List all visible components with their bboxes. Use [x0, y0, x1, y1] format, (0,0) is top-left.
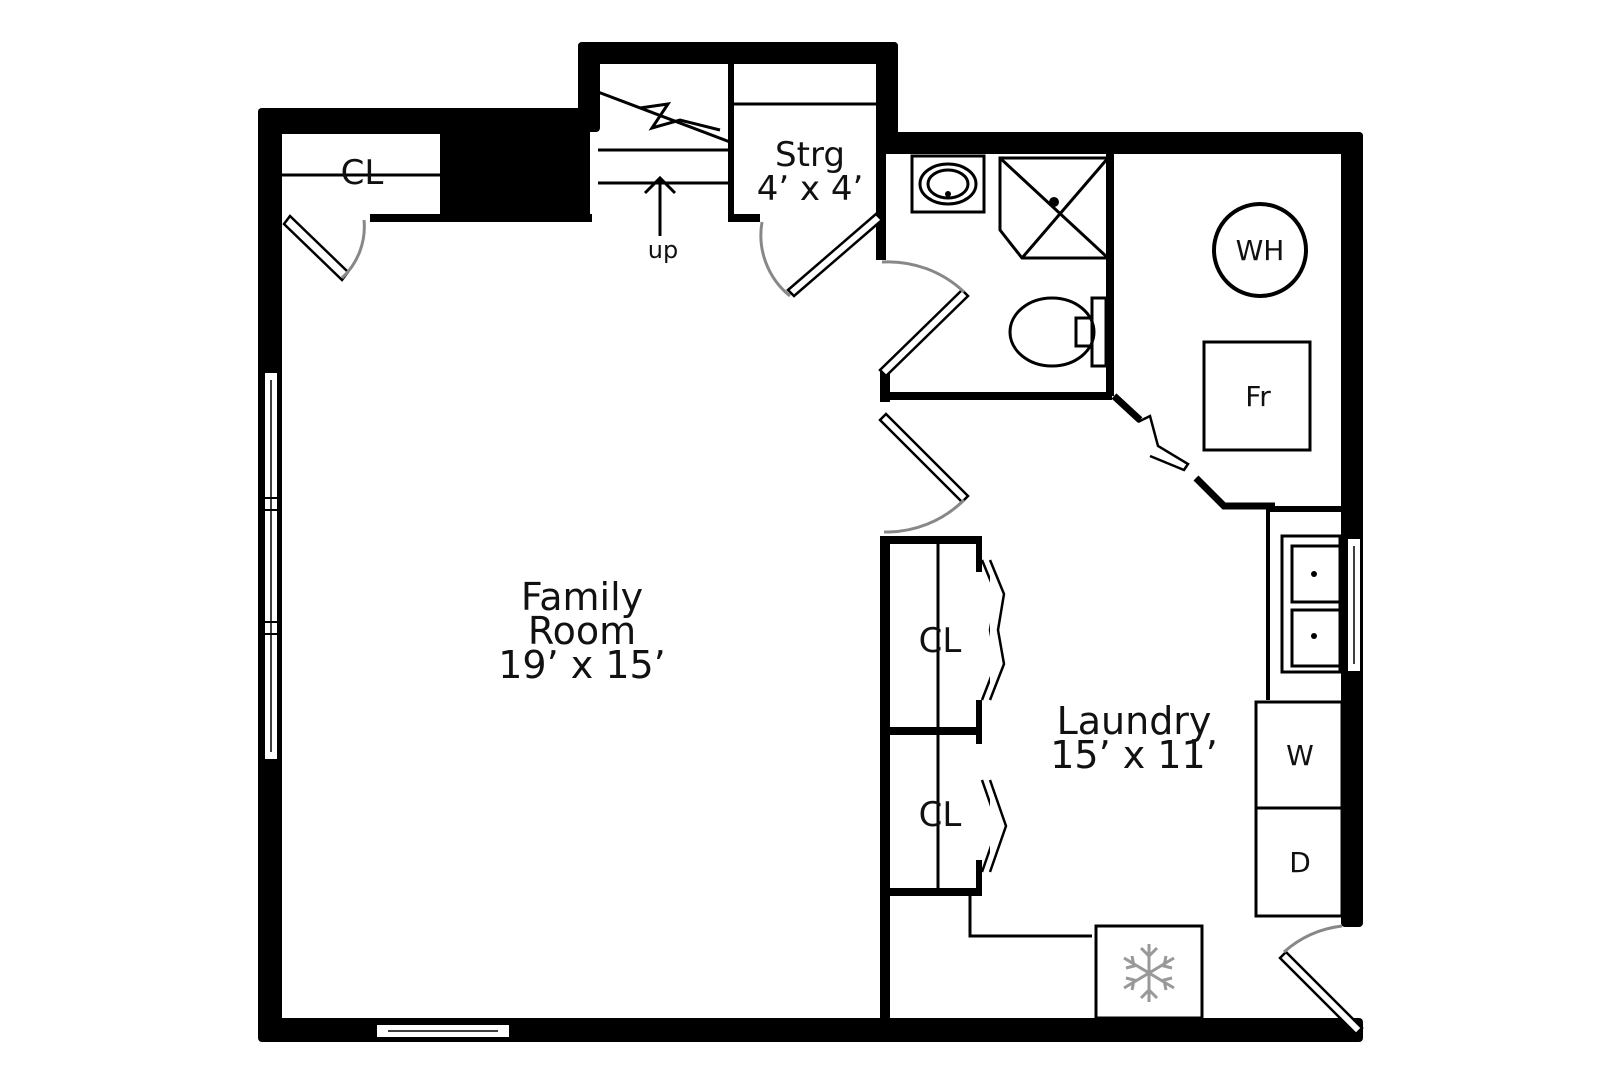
toilet-icon: [1008, 296, 1108, 368]
family-room-name-line2: Room: [528, 609, 636, 653]
closet-top-label: CL: [341, 153, 384, 193]
water-heater-label: WH: [1236, 234, 1285, 267]
family-room-dims: 19’ x 15’: [498, 643, 666, 687]
furnace-label: Fr: [1245, 380, 1271, 413]
laundry-sink: [1280, 534, 1348, 674]
furnace: [1202, 340, 1312, 452]
exterior-walls: [258, 42, 1363, 1042]
dryer: [1254, 806, 1344, 918]
laundry-dims: 15’ x 11’: [1050, 733, 1218, 777]
washer-label: W: [1286, 739, 1314, 772]
water-heater: [1212, 202, 1308, 298]
sink-icon: [910, 154, 986, 214]
snowflake-icon: [1123, 944, 1175, 1002]
washer: [1254, 700, 1344, 810]
family-room-name-line1: Family: [521, 575, 643, 619]
closet-mid-label: CL: [919, 621, 962, 661]
storage-dims: 4’ x 4’: [757, 169, 864, 209]
doors: [282, 212, 1364, 1036]
windows: [263, 371, 1362, 1039]
shower-icon: [998, 156, 1110, 260]
laundry-name: Laundry: [1057, 699, 1212, 743]
storage-name: Strg: [775, 135, 845, 175]
stairs-label: up: [648, 236, 678, 264]
interior-walls: [282, 62, 1342, 1018]
dryer-label: D: [1289, 846, 1311, 879]
ac-unit: [1094, 924, 1204, 1020]
closet-low-label: CL: [919, 795, 962, 835]
